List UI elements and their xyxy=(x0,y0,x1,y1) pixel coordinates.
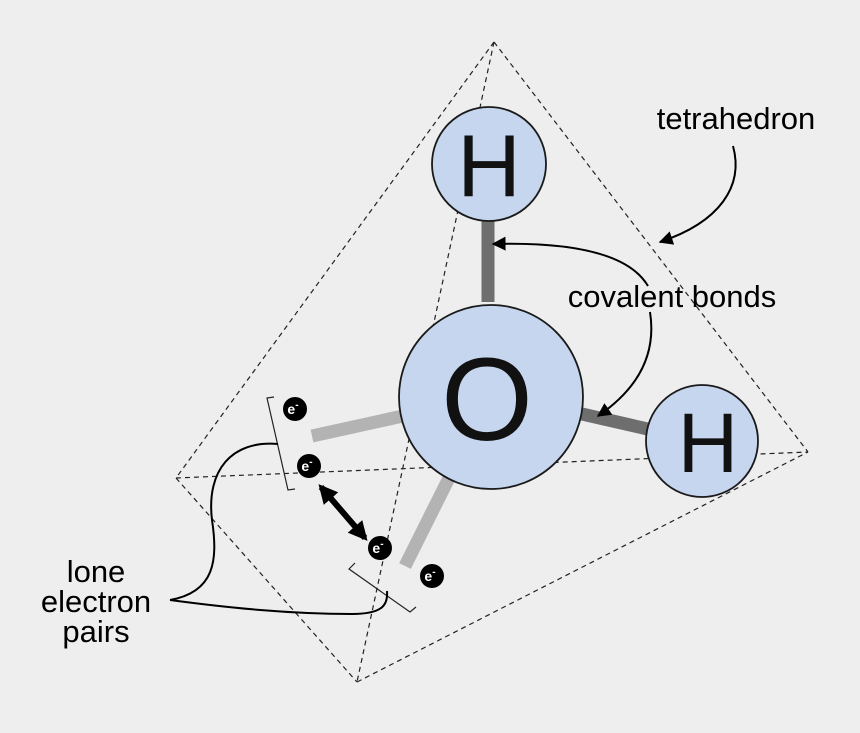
tetrahedron-edge xyxy=(175,477,358,683)
electron: e- xyxy=(297,454,321,478)
lone-pairs-label-line: electron xyxy=(41,584,151,619)
electron-dot xyxy=(420,564,444,588)
covalent-bond-pointer-right xyxy=(596,311,653,417)
svg-text:e-: e- xyxy=(424,567,435,584)
lone-pairs-label-line: lone xyxy=(67,554,126,589)
electron: e- xyxy=(368,536,392,560)
oxygen-atom: O xyxy=(398,304,584,490)
svg-text:e-: e- xyxy=(372,539,383,556)
electron-symbol: e xyxy=(287,401,295,417)
electron-symbol: e xyxy=(424,568,432,584)
hydrogen-atom-right: H xyxy=(645,384,759,498)
electron-dot xyxy=(368,536,392,560)
hydrogen-atom-top: H xyxy=(431,106,547,222)
electron-charge: - xyxy=(309,457,312,468)
repulsion-double-arrow xyxy=(318,484,368,541)
lone-pair-pointer-lower xyxy=(169,590,389,616)
hydrogen-circle xyxy=(645,384,759,498)
lone-electron-pairs-label: lone electron pairs xyxy=(41,554,151,649)
lone-pair-pointer-left xyxy=(169,442,279,601)
lone-pair-bond-left xyxy=(310,407,414,443)
electron-charge: - xyxy=(432,567,435,578)
electron: e- xyxy=(420,564,444,588)
tetrahedron-pointer-arrow xyxy=(658,145,737,245)
covalent-bonds-label: covalent bonds xyxy=(568,279,777,314)
hydrogen-circle xyxy=(431,106,547,222)
oxygen-circle xyxy=(398,304,584,490)
electron-dot xyxy=(297,454,321,478)
electron-symbol: e xyxy=(301,458,309,474)
hydrogen-symbol-right: H xyxy=(678,396,739,490)
covalent-bond-pointer-top xyxy=(491,236,649,287)
electron-charge: - xyxy=(380,539,383,550)
oxygen-symbol: O xyxy=(441,334,533,466)
tetrahedron-edge xyxy=(356,451,809,683)
electron-charge: - xyxy=(295,400,298,411)
hydrogen-symbol-top: H xyxy=(457,116,521,215)
lone-pair-bracket-lower xyxy=(348,562,417,613)
electron: e- xyxy=(283,397,307,421)
svg-text:e-: e- xyxy=(301,457,312,474)
svg-text:e-: e- xyxy=(287,400,298,417)
electron-dot xyxy=(283,397,307,421)
tetrahedron-label: tetrahedron xyxy=(657,101,816,136)
lone-pairs-label-line: pairs xyxy=(62,614,129,649)
electron-symbol: e xyxy=(372,540,380,556)
